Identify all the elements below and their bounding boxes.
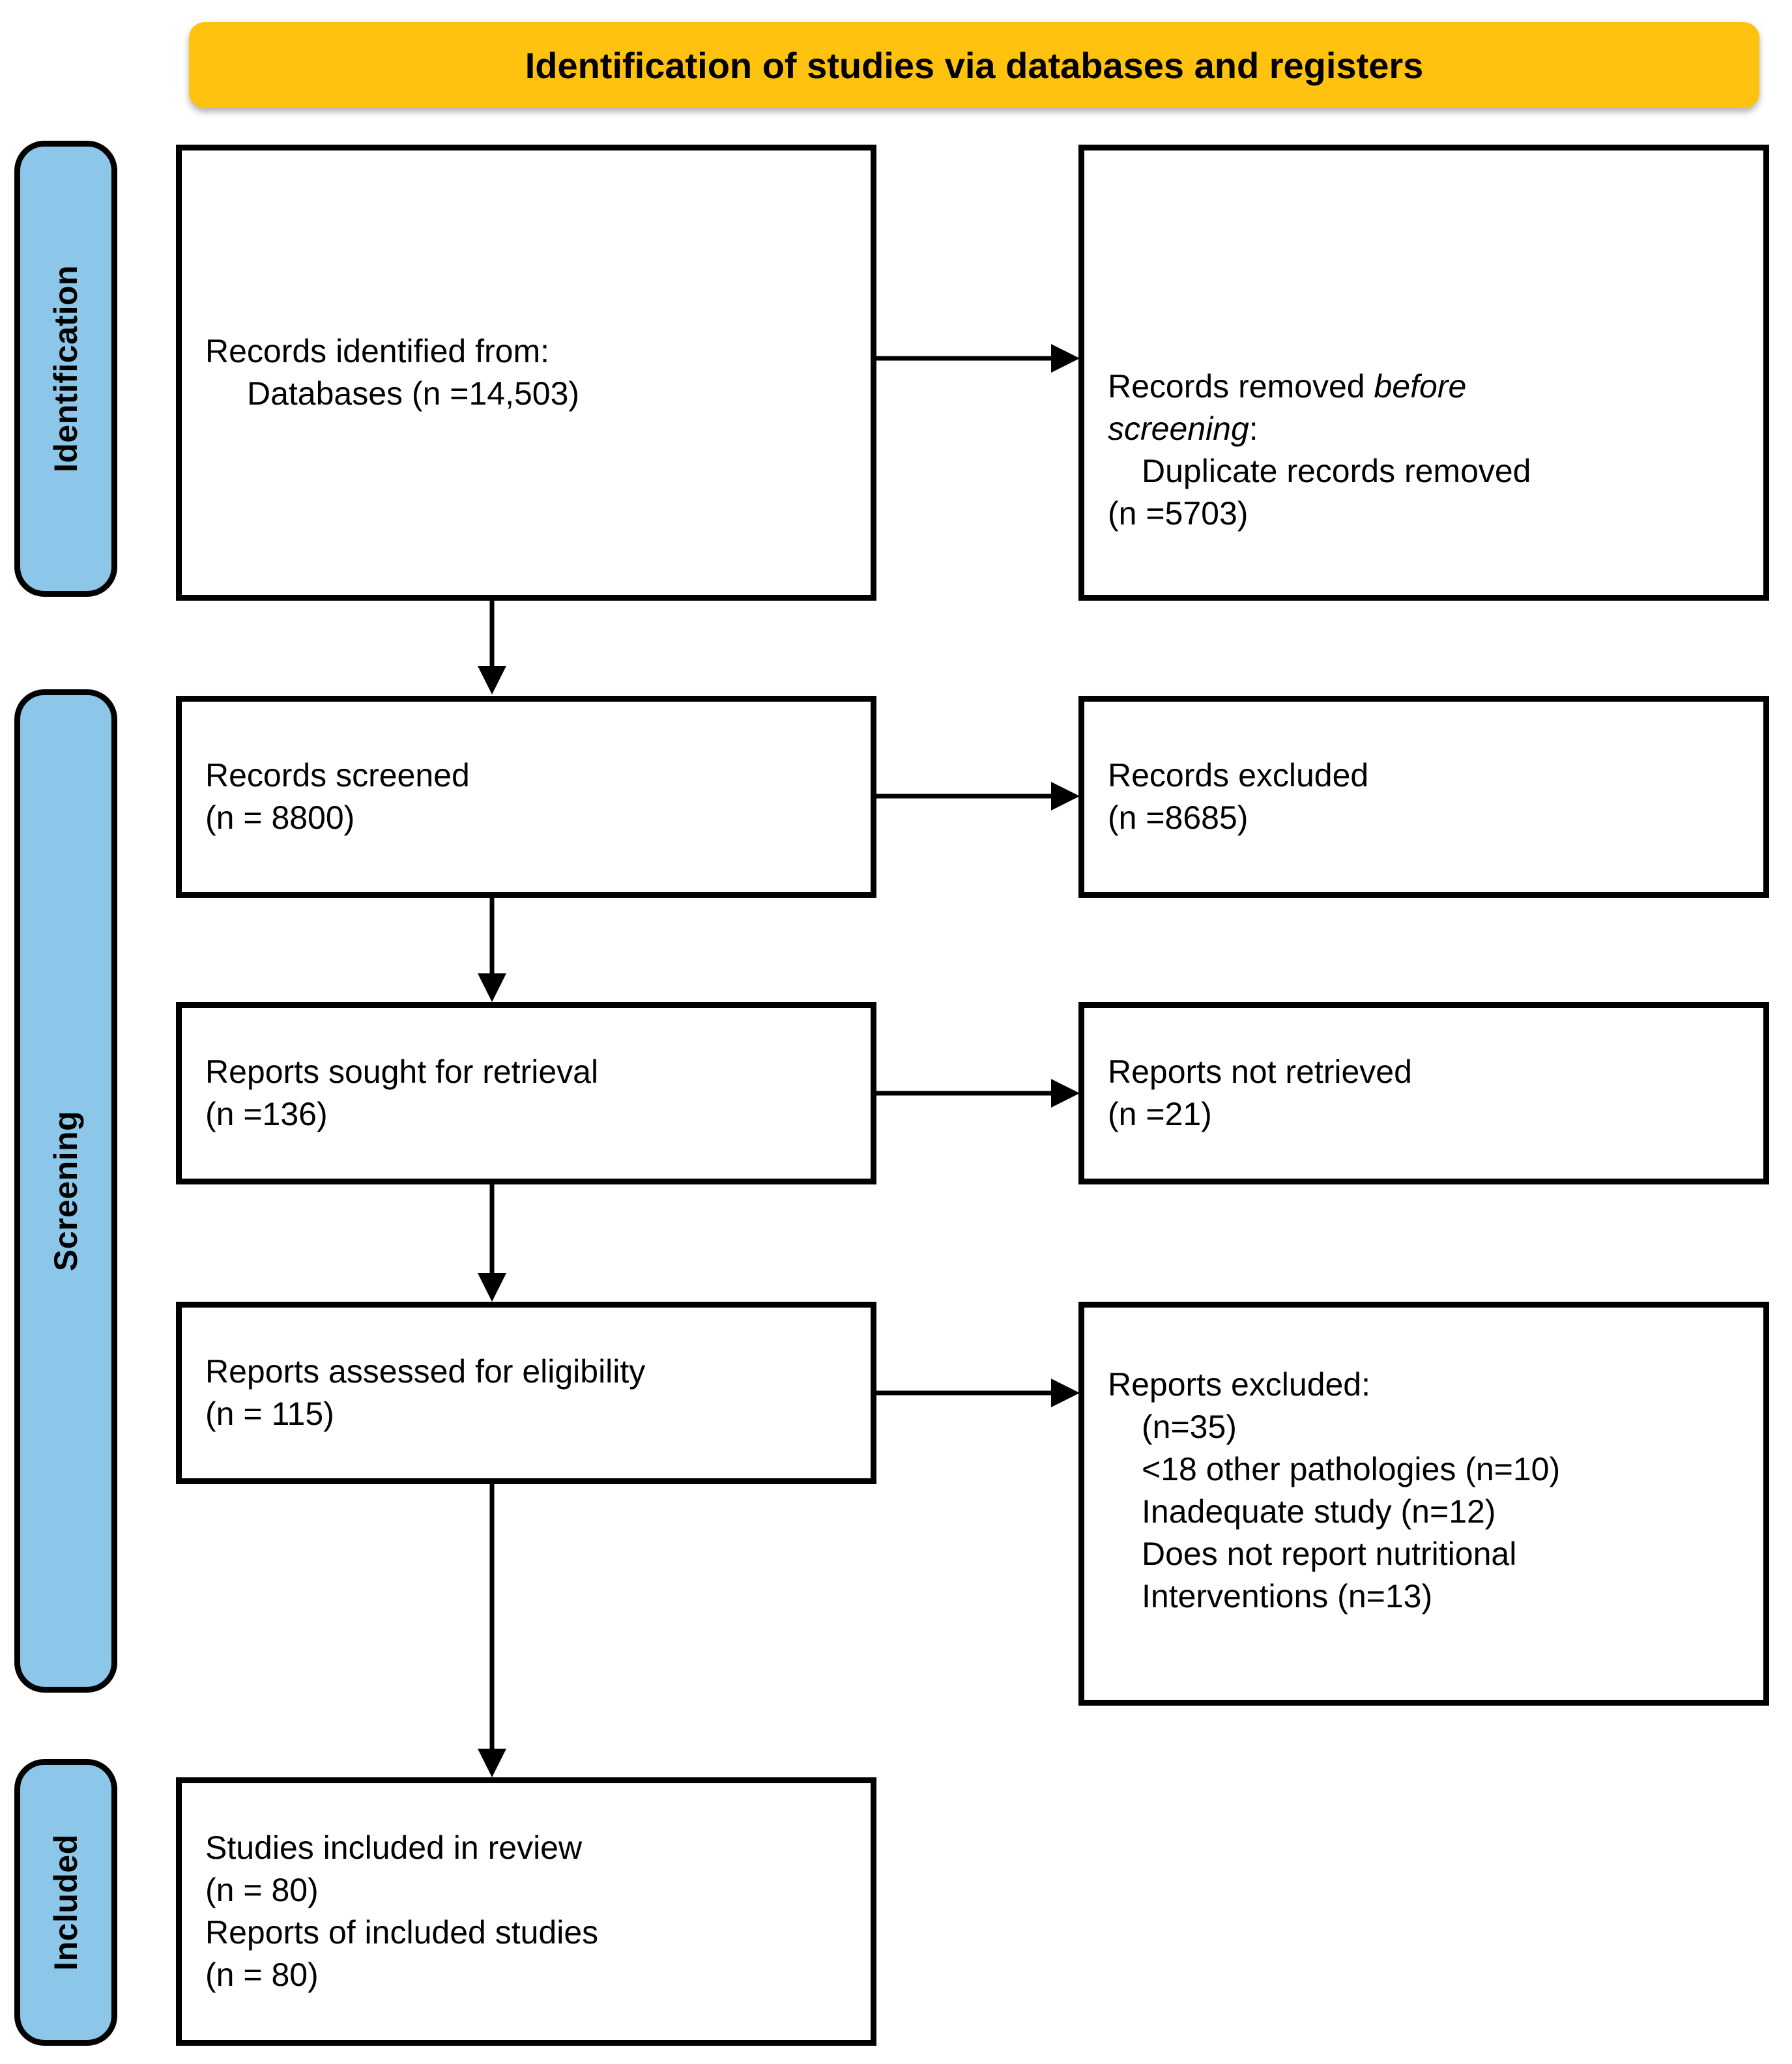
records-excluded-line-1: Records excluded — [1108, 757, 1369, 794]
connector-sought-to-not-retrieved — [876, 1074, 1080, 1113]
stage-band-included: Included — [14, 1759, 117, 2046]
connector-screened-to-sought — [466, 898, 518, 1002]
records-removed-line-2-colon: : — [1249, 410, 1258, 447]
records-removed-line-2-emphasis: screening — [1108, 410, 1249, 447]
stage-label-identification: Identification — [48, 265, 84, 473]
box-records-identified: Records identified from: Databases (n =1… — [176, 145, 876, 601]
reports-sought-line-1: Reports sought for retrieval — [205, 1054, 599, 1090]
box-reports-assessed-for-eligibility: Reports assessed for eligibility (n = 11… — [176, 1302, 876, 1484]
diagram-header-banner: Identification of studies via databases … — [189, 22, 1759, 108]
records-removed-line-1-emphasis: before — [1374, 368, 1467, 405]
reports-assessed-line-1: Reports assessed for eligibility — [205, 1353, 646, 1390]
reports-excluded-line-3: <18 other pathologies (n=10) — [1142, 1451, 1561, 1487]
stage-label-screening: Screening — [48, 1110, 84, 1272]
reports-excluded-line-5: Does not report nutritional — [1142, 1536, 1517, 1572]
reports-not-retrieved-line-1: Reports not retrieved — [1108, 1054, 1412, 1090]
box-records-screened: Records screened (n = 8800) — [176, 696, 876, 898]
records-identified-line-1: Records identified from: — [205, 333, 550, 369]
records-removed-line-2: screening: — [1108, 408, 1740, 450]
reports-sought-line-2: (n =136) — [205, 1096, 328, 1132]
studies-included-line-3: Reports of included studies — [205, 1914, 599, 1951]
box-reports-excluded-detail: Reports excluded: (n=35) <18 other patho… — [1078, 1302, 1769, 1706]
stage-band-screening: Screening — [14, 689, 117, 1693]
box-studies-included-in-review: Studies included in review (n = 80) Repo… — [176, 1777, 876, 2046]
reports-excluded-line-1: Reports excluded: — [1108, 1366, 1371, 1403]
records-excluded-line-2: (n =8685) — [1108, 799, 1249, 836]
page-title: Identification of studies via databases … — [525, 44, 1424, 86]
reports-excluded-line-6: Interventions (n=13) — [1142, 1578, 1433, 1614]
records-identified-line-2: Databases (n =14,503) — [247, 375, 580, 412]
records-screened-line-2: (n = 8800) — [205, 799, 355, 836]
connector-identified-to-screened — [466, 601, 518, 695]
reports-assessed-line-2: (n = 115) — [205, 1396, 334, 1432]
records-removed-line-3: Duplicate records removed — [1142, 453, 1531, 489]
stage-band-identification: Identification — [14, 141, 117, 597]
reports-excluded-line-4: Inadequate study (n=12) — [1142, 1493, 1496, 1530]
studies-included-line-2: (n = 80) — [205, 1872, 319, 1908]
reports-excluded-line-2: (n=35) — [1142, 1409, 1237, 1445]
box-records-removed-before-screening: Records removed before screening: Duplic… — [1078, 145, 1769, 601]
records-removed-line-1: Records removed before — [1108, 366, 1740, 408]
stage-label-included: Included — [48, 1834, 84, 1971]
records-removed-line-4: (n =5703) — [1108, 495, 1249, 532]
reports-not-retrieved-line-2: (n =21) — [1108, 1096, 1212, 1132]
connector-sought-to-assessed — [466, 1184, 518, 1302]
studies-included-line-4: (n = 80) — [205, 1956, 319, 1993]
connector-assessed-to-included — [466, 1484, 518, 1777]
records-removed-line-1-text: Records removed — [1108, 368, 1374, 405]
studies-included-line-1: Studies included in review — [205, 1829, 583, 1866]
connector-assessed-to-excluded — [876, 1373, 1080, 1412]
box-reports-not-retrieved: Reports not retrieved (n =21) — [1078, 1002, 1769, 1184]
connector-identified-to-removed — [876, 339, 1080, 378]
box-reports-sought-for-retrieval: Reports sought for retrieval (n =136) — [176, 1002, 876, 1184]
records-screened-line-1: Records screened — [205, 757, 470, 794]
box-records-excluded: Records excluded (n =8685) — [1078, 696, 1769, 898]
connector-screened-to-excluded — [876, 777, 1080, 816]
